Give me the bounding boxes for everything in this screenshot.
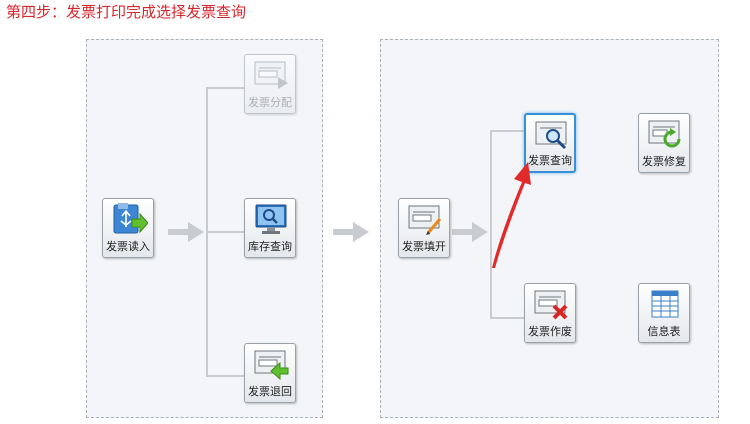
invoice-return-label: 发票退回 (248, 385, 292, 398)
invoice-return-button[interactable]: 发票退回 (244, 343, 296, 403)
invoice-void-button[interactable]: 发票作废 (524, 283, 576, 343)
invoice-void-label: 发票作废 (528, 325, 572, 338)
red-pointer-arrow-icon (492, 162, 531, 268)
invoice-return-icon (254, 350, 289, 381)
flow-arrow-icon (168, 222, 204, 242)
invoice-repair-button[interactable]: 发票修复 (638, 113, 690, 173)
invoice-repair-icon (648, 120, 681, 148)
invoice-allocate-label: 发票分配 (248, 96, 292, 109)
invoice-fill-button[interactable]: 发票填开 (398, 198, 450, 258)
table-grid-icon (651, 290, 679, 318)
invoice-query-button[interactable]: 发票查询 (524, 113, 576, 173)
invoice-read-label: 发票读入 (106, 240, 150, 253)
invoice-split-icon (254, 61, 288, 89)
connector-right-top (490, 130, 524, 132)
info-table-label: 信息表 (647, 325, 681, 338)
invoice-search-icon (535, 121, 567, 150)
invoice-allocate-button[interactable]: 发票分配 (244, 54, 296, 114)
connector-left-top (206, 87, 244, 89)
stock-query-label: 库存查询 (248, 240, 292, 253)
connector-left-bottom (206, 375, 244, 377)
stock-query-button[interactable]: 库存查询 (244, 198, 296, 258)
invoice-repair-label: 发票修复 (642, 155, 686, 168)
info-table-button[interactable]: 信息表 (638, 283, 690, 343)
monitor-search-icon (255, 204, 287, 234)
flow-arrow-icon (333, 222, 369, 242)
invoice-query-label: 发票查询 (528, 154, 572, 167)
usb-import-icon (113, 203, 148, 234)
invoice-fill-label: 发票填开 (402, 240, 446, 253)
flow-arrow-icon (452, 222, 488, 242)
invoice-read-button[interactable]: 发票读入 (102, 198, 154, 258)
invoice-edit-icon (408, 205, 442, 235)
connector-right-bottom (490, 317, 524, 319)
invoice-void-icon (534, 290, 568, 320)
connector-right-vertical (490, 130, 492, 319)
connector-left-middle (206, 231, 244, 233)
step-title: 第四步：发票打印完成选择发票查询 (6, 3, 247, 21)
